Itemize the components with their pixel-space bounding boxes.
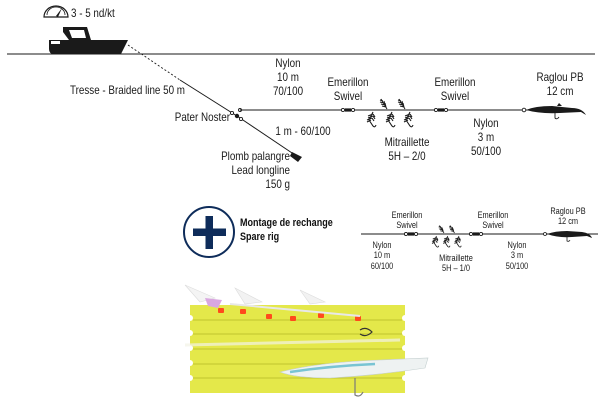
leader-length: 3 m <box>510 250 524 261</box>
lure-name: Raglou PB <box>536 70 584 84</box>
leader-label: Nylon 3 m 50/100 <box>463 116 509 158</box>
plus-circle-icon <box>183 206 235 258</box>
lure-name: Raglou PB <box>550 206 586 216</box>
pater-noster-label: Pater Noster <box>174 110 230 124</box>
lure-label: Raglou PB 12 cm <box>531 70 588 99</box>
spare-swivel-1-label: Emerillon Swivel <box>388 210 426 231</box>
sinker-fr: Plomb palangre <box>221 149 290 163</box>
spare-rig-title-en: Spare rig <box>240 230 280 243</box>
swivel-en: Swivel <box>333 88 363 103</box>
mainline-length: 10 m <box>277 69 299 84</box>
leader-material: Nylon <box>473 116 499 130</box>
sabiki-spec: 5H – 1/0 <box>442 263 470 274</box>
dropper-label: 1 m - 60/100 <box>275 124 331 138</box>
mainline-length: 10 m <box>373 250 391 261</box>
spare-rig-title: Montage de rechange Spare rig <box>240 217 333 245</box>
sinker-icon <box>290 152 302 162</box>
swivel-en: Swivel <box>396 220 418 231</box>
sinker-label: Plomb palangre Lead longline 150 g <box>220 149 290 191</box>
lure-size: 12 cm <box>546 83 574 98</box>
spare-sabiki-label: Mitraillette 5H – 1/0 <box>433 253 479 274</box>
swivel-1-label: Emerillon Swivel <box>323 75 372 104</box>
swivel-icon <box>433 107 449 113</box>
mainline-diameter: 70/100 <box>272 83 304 98</box>
swivel-icon <box>340 107 356 113</box>
swivel-fr: Emerillon <box>327 75 369 89</box>
swivel-en: Swivel <box>440 88 470 103</box>
lure-icon <box>543 231 592 242</box>
swivel-icon <box>403 231 419 237</box>
mainline-material: Nylon <box>275 56 301 70</box>
speedometer-icon <box>43 5 69 18</box>
braided-line <box>179 79 238 117</box>
leader-diameter: 50/100 <box>470 143 502 158</box>
sabiki-name: Mitraillette <box>439 253 473 263</box>
mainline-label: Nylon 10 m 70/100 <box>263 56 312 98</box>
swivel-fr: Emerillon <box>477 210 509 220</box>
braided-line-label: Tresse - Braided line 50 m <box>69 83 185 97</box>
leader-length: 3 m <box>477 129 495 144</box>
mainline-diameter: 60/100 <box>370 260 394 271</box>
spare-swivel-2-label: Emerillon Swivel <box>474 210 512 231</box>
swivel-icon <box>468 231 484 237</box>
swivel-fr: Emerillon <box>434 75 476 89</box>
swivel-2-label: Emerillon Swivel <box>430 75 481 104</box>
spare-lure-label: Raglou PB 12 cm <box>547 206 590 227</box>
leader-diameter: 50/100 <box>505 260 529 271</box>
speed-label: 3 - 5 nd/kt <box>71 6 115 20</box>
spare-mainline-label: Nylon 10 m 60/100 <box>366 240 399 271</box>
mainline-material: Nylon <box>372 240 392 250</box>
sabiki-spec: 5H – 2/0 <box>388 148 426 163</box>
lure-size: 12 cm <box>557 216 579 227</box>
boat-icon <box>49 27 128 54</box>
sabiki-flies-icon <box>366 98 414 128</box>
spare-leader-label: Nylon 3 m 50/100 <box>501 240 534 271</box>
sinker-weight: 150 g <box>265 176 290 191</box>
pater-noster-icon <box>229 108 244 122</box>
spare-rig-title-fr: Montage de rechange <box>240 217 333 229</box>
swivel-en: Swivel <box>482 220 504 231</box>
sabiki-label: Mitraillette 5H – 2/0 <box>374 135 440 164</box>
sinker-en: Lead longline <box>231 162 290 177</box>
sabiki-name: Mitraillette <box>384 135 430 149</box>
dropper-line <box>236 115 299 158</box>
sabiki-flies-icon <box>431 225 462 248</box>
lure-icon <box>521 103 586 120</box>
swivel-fr: Emerillon <box>391 210 423 220</box>
braided-line-dashed <box>127 44 181 81</box>
spare-rig-photo <box>184 284 429 397</box>
leader-material: Nylon <box>507 240 527 250</box>
